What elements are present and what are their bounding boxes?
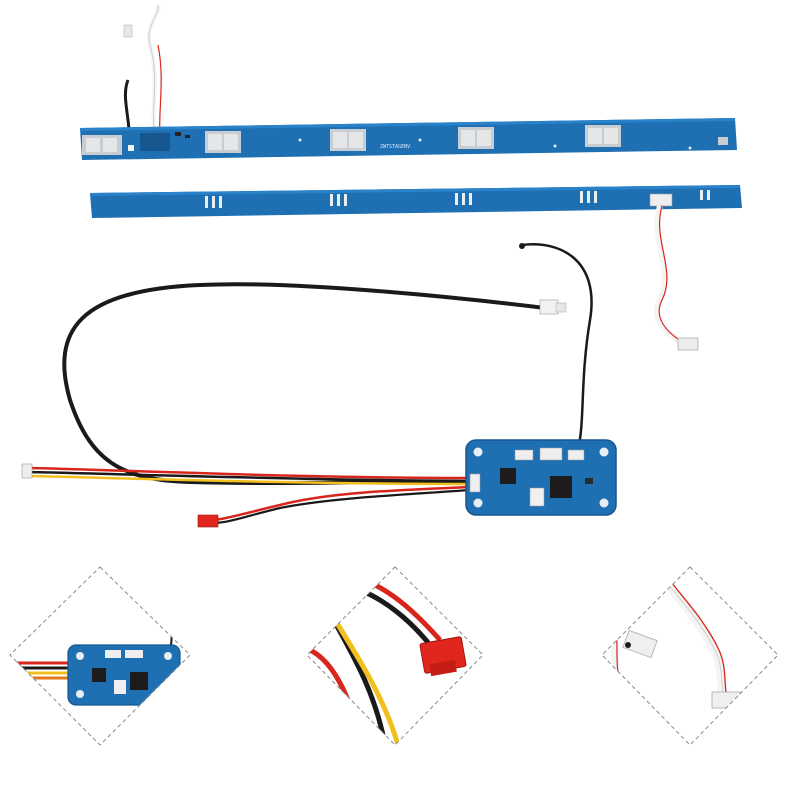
- red-jst-connector: [197, 514, 219, 528]
- balance-header-connector: [649, 193, 673, 207]
- second-strip-slots: [205, 190, 710, 208]
- detail-panel-balance: [601, 566, 779, 746]
- thermistor-wire: [521, 243, 593, 451]
- bms-ic-chip: [500, 468, 516, 484]
- detail-panel-connector: [306, 566, 484, 746]
- second-balance-strip: [90, 185, 742, 351]
- top-strip-pads: [82, 125, 728, 155]
- top-strip-components: [128, 132, 692, 151]
- bms-assembly: [21, 243, 617, 528]
- top-balance-strip: ZWTSTAGENV: [80, 4, 737, 160]
- top-strip-silkscreen: ZWTSTAGENV: [380, 144, 410, 150]
- detail-panel-bms: [9, 566, 191, 746]
